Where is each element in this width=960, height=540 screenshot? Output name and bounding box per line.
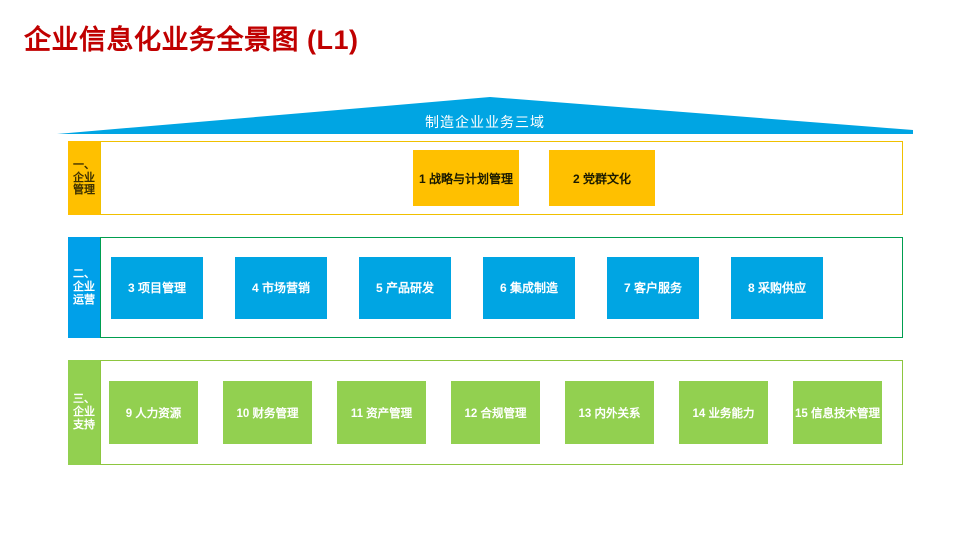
layer-tab-enterprise-support[interactable]: 三、 企业 支持 bbox=[68, 360, 100, 465]
layer-row-enterprise-management: 一、 企业 管理 1 战略与计划管理 2 党群文化 bbox=[68, 141, 903, 215]
layer-tab-line-3: 支持 bbox=[73, 418, 95, 431]
card-finance-management[interactable]: 10 财务管理 bbox=[223, 381, 312, 444]
card-it-management[interactable]: 15 信息技术管理 bbox=[793, 381, 882, 444]
layer-body-enterprise-operations: 3 项目管理 4 市场营销 5 产品研发 6 集成制造 7 客户服务 8 采购供… bbox=[100, 237, 903, 338]
card-asset-management[interactable]: 11 资产管理 bbox=[337, 381, 426, 444]
card-list-enterprise-support: 9 人力资源 10 财务管理 11 资产管理 12 合规管理 13 内外关系 1… bbox=[101, 361, 902, 464]
card-list-enterprise-operations: 3 项目管理 4 市场营销 5 产品研发 6 集成制造 7 客户服务 8 采购供… bbox=[101, 238, 902, 337]
card-customer-service[interactable]: 7 客户服务 bbox=[607, 256, 699, 319]
card-strategy-plan-management[interactable]: 1 战略与计划管理 bbox=[413, 150, 519, 206]
layer-tab-enterprise-operations[interactable]: 二、 企业 运营 bbox=[68, 237, 100, 338]
roof-label: 制造企业业务三域 bbox=[425, 114, 545, 130]
layer-tab-line-3: 管理 bbox=[73, 184, 95, 197]
layer-tab-line-2: 企业 bbox=[73, 281, 95, 294]
layer-tab-line-1: 一、 bbox=[73, 158, 95, 171]
layer-tab-line-2: 企业 bbox=[73, 406, 95, 419]
layer-body-enterprise-support: 9 人力资源 10 财务管理 11 资产管理 12 合规管理 13 内外关系 1… bbox=[100, 360, 903, 465]
layer-row-enterprise-support: 三、 企业 支持 9 人力资源 10 财务管理 11 资产管理 12 合规管理 … bbox=[68, 360, 903, 465]
layer-tab-line-3: 运营 bbox=[73, 293, 95, 306]
card-party-culture[interactable]: 2 党群文化 bbox=[549, 150, 655, 206]
layer-tab-line-1: 二、 bbox=[73, 268, 95, 281]
layer-tab-enterprise-management[interactable]: 一、 企业 管理 bbox=[68, 141, 100, 215]
card-procurement-supply[interactable]: 8 采购供应 bbox=[731, 256, 823, 319]
card-internal-external-relations[interactable]: 13 内外关系 bbox=[565, 381, 654, 444]
card-marketing[interactable]: 4 市场营销 bbox=[235, 256, 327, 319]
layer-body-enterprise-management: 1 战略与计划管理 2 党群文化 bbox=[100, 141, 903, 215]
card-list-enterprise-management: 1 战略与计划管理 2 党群文化 bbox=[101, 142, 902, 214]
roof-triangle-icon bbox=[57, 97, 913, 134]
layer-tab-line-2: 企业 bbox=[73, 171, 95, 184]
card-project-management[interactable]: 3 项目管理 bbox=[111, 256, 203, 319]
card-compliance-management[interactable]: 12 合规管理 bbox=[451, 381, 540, 444]
card-business-capability[interactable]: 14 业务能力 bbox=[679, 381, 768, 444]
page-title: 企业信息化业务全景图 (L1) bbox=[24, 25, 359, 55]
roof-banner: 制造企业业务三域 bbox=[57, 97, 913, 134]
card-product-rnd[interactable]: 5 产品研发 bbox=[359, 256, 451, 319]
card-integrated-manufacturing[interactable]: 6 集成制造 bbox=[483, 256, 575, 319]
card-human-resources[interactable]: 9 人力资源 bbox=[109, 381, 198, 444]
layer-row-enterprise-operations: 二、 企业 运营 3 项目管理 4 市场营销 5 产品研发 6 集成制造 7 客… bbox=[68, 237, 903, 338]
layer-tab-line-1: 三、 bbox=[73, 393, 95, 406]
